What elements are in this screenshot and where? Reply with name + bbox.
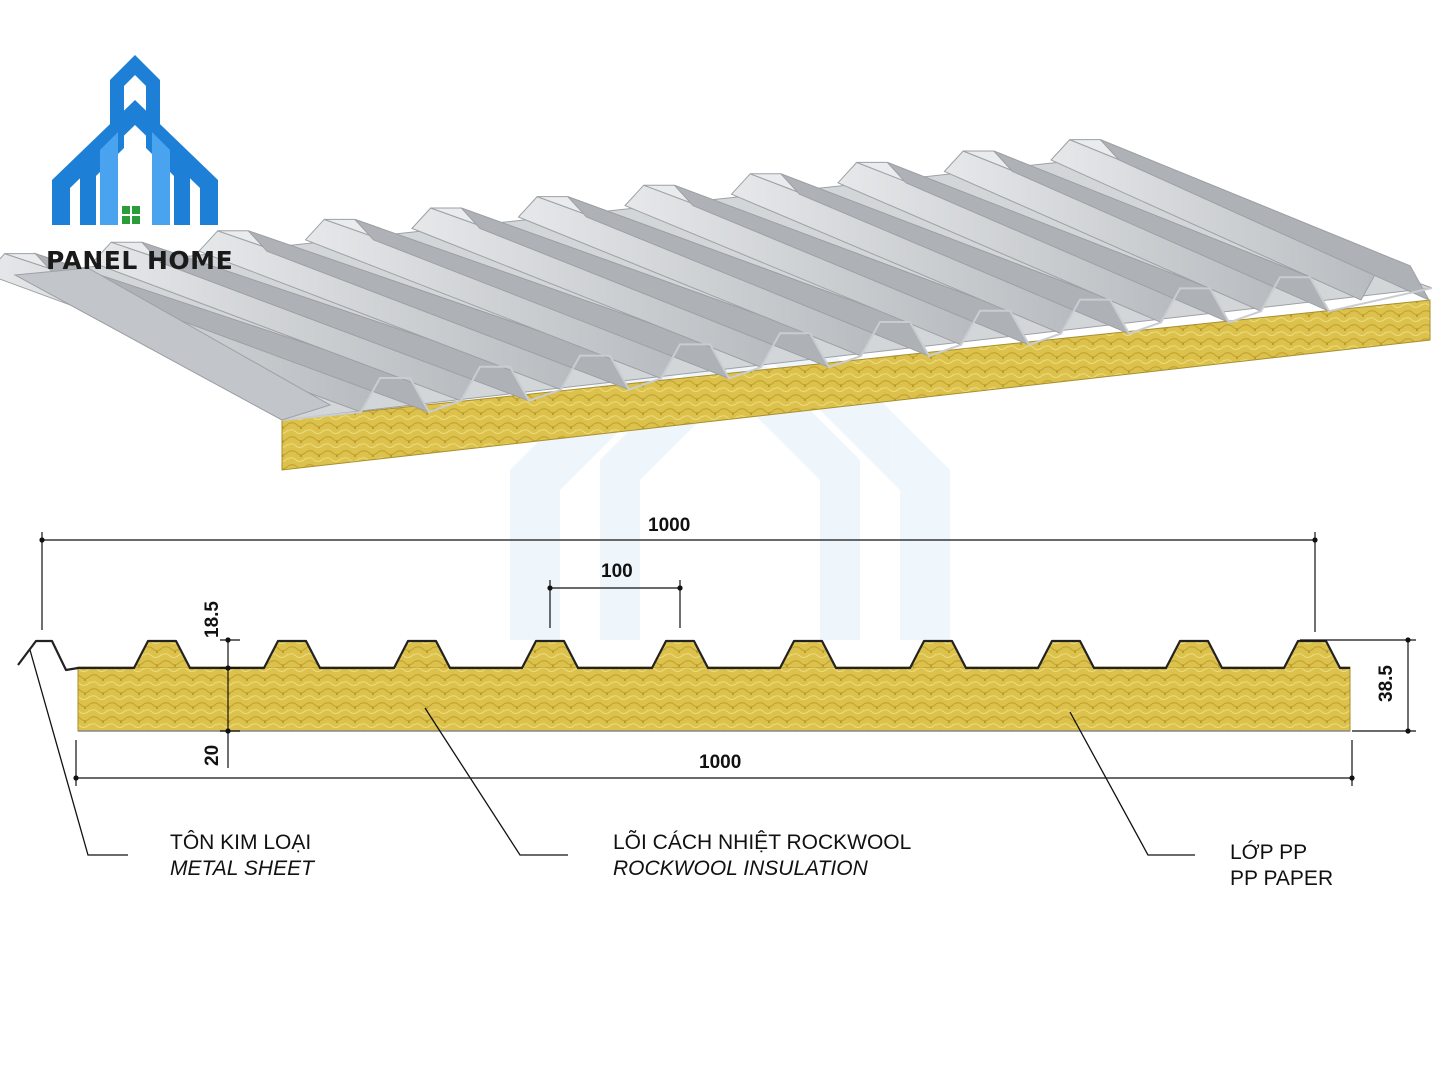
panel-3d-view: [0, 139, 1433, 471]
overlap-lip: [13, 267, 332, 421]
dim-dot-core-bottom: [225, 728, 231, 734]
logo-window-3: [132, 216, 140, 224]
logo-window-2: [122, 216, 130, 224]
dim-dot-top-left: [39, 537, 45, 543]
dimension-lines: [39, 532, 1416, 786]
dim-dot-bottom-right: [1349, 775, 1355, 781]
core-front-face: [281, 299, 1431, 471]
callout-rockwool-vn: LÕI CÁCH NHIỆT ROCKWOOL: [613, 831, 912, 854]
logo-tower: [80, 55, 190, 225]
callout-pp-paper-en: PP PAPER: [1230, 867, 1334, 890]
panel-home-logo: [52, 55, 218, 225]
rib-core-1: [264, 641, 320, 667]
rib-core-9: [1284, 641, 1340, 667]
callout-metal-sheet-en: METAL SHEET: [170, 857, 314, 880]
rib-core-2: [394, 641, 450, 667]
callout-metal-sheet: TÔN KIM LOẠI METAL SHEET: [170, 830, 314, 882]
dim-top-width: 1000: [648, 515, 691, 536]
panel-cross-section: [17, 639, 1351, 732]
dim-dot-top-right: [1312, 537, 1318, 543]
rockwool-core: [77, 666, 1351, 732]
callout-pp-paper-vn: LỚP PP: [1230, 841, 1308, 864]
dim-dot-rib-base: [225, 665, 231, 671]
dim-total-height: 38.5: [1376, 665, 1397, 702]
rib-core-5: [780, 641, 836, 667]
dim-core-thickness: 20: [202, 744, 223, 766]
rib-core-4: [652, 641, 708, 667]
rib-core-7: [1038, 641, 1094, 667]
rib-core-6: [910, 641, 966, 667]
front-profile-edge: [281, 276, 1433, 421]
dim-bottom-width: 1000: [699, 752, 742, 773]
logo-window-1: [132, 206, 140, 214]
dim-dot-rib-top: [225, 637, 231, 643]
dim-dot-total-bottom: [1405, 728, 1411, 734]
dim-dot-total-top: [1405, 637, 1411, 643]
rib-right-face-10: [1099, 139, 1431, 302]
callout-pp-paper: LỚP PP PP PAPER: [1230, 840, 1333, 892]
dim-rib-pitch: 100: [601, 561, 633, 582]
dim-dot-pitch-left: [547, 585, 553, 591]
callout-metal-sheet-vn: TÔN KIM LOẠI: [170, 831, 312, 854]
callout-rockwool: LÕI CÁCH NHIỆT ROCKWOOL ROCKWOOL INSULAT…: [613, 830, 911, 882]
callout-rockwool-en: ROCKWOOL INSULATION: [613, 857, 868, 880]
dim-rib-height: 18.5: [202, 601, 223, 638]
rib-core-8: [1166, 641, 1222, 667]
rib-core-3: [522, 641, 578, 667]
logo-roof-outer: [52, 100, 218, 225]
dim-dot-bottom-left: [73, 775, 79, 781]
callout-leader-lines: [29, 649, 1195, 856]
rib-core-0: [134, 641, 190, 667]
metal-sheet-profile: [17, 639, 1350, 672]
logo-window-0: [122, 206, 130, 214]
dim-dot-pitch-right: [677, 585, 683, 591]
logo-inner: [100, 132, 170, 225]
brand-name: PANEL HOME: [46, 246, 234, 275]
